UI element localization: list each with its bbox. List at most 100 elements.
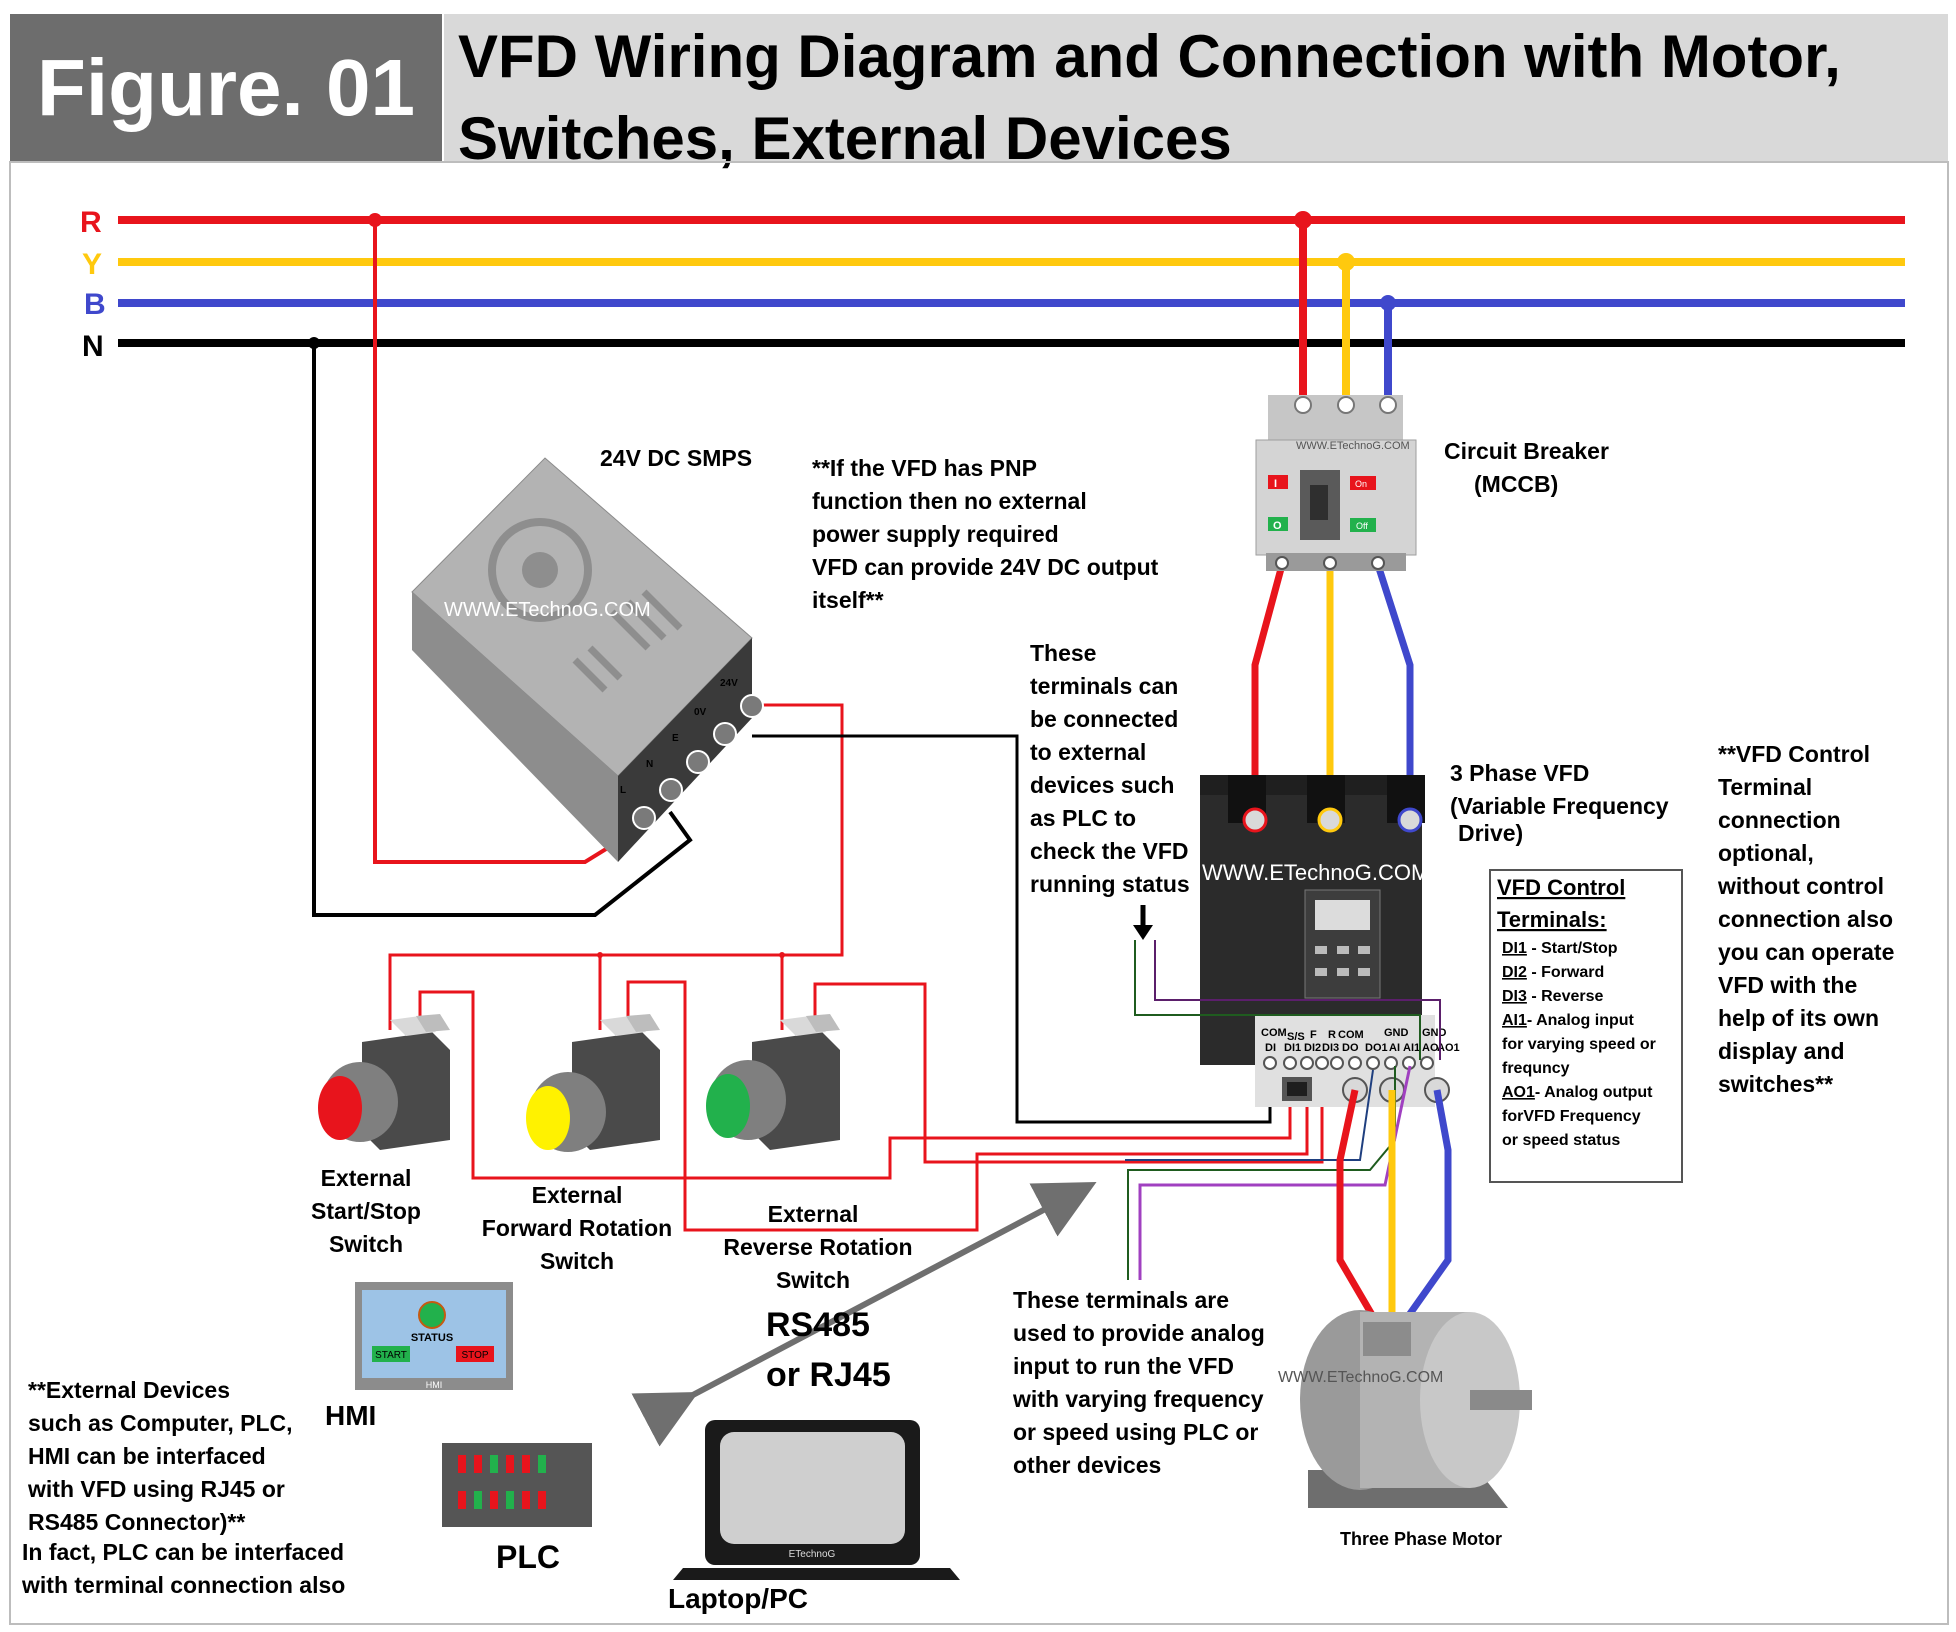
optional-control-note: **VFD Control Terminal connection option… — [1717, 741, 1894, 1097]
switch-start-stop-label-1: External — [321, 1165, 412, 1191]
external-note-line-6: In fact, PLC can be interfaced — [22, 1539, 344, 1565]
plc-status-note-line-7: check the VFD — [1030, 838, 1189, 864]
control-terminals-box: VFD Control Terminals: DI1 - Start/Stop … — [1489, 869, 1683, 1183]
reverse-switch — [706, 1014, 840, 1150]
control-item-ai1-code: AI1 — [1502, 1012, 1527, 1029]
plc-status-note: These terminals can be connected to exte… — [1030, 640, 1190, 940]
external-note-line-3: HMI can be interfaced — [28, 1443, 266, 1469]
control-item-di3-code: DI3 — [1502, 988, 1527, 1005]
analog-note-line-1: These terminals are — [1013, 1287, 1229, 1313]
control-item-di1-desc: - Start/Stop — [1527, 940, 1618, 957]
control-item-di3-desc: - Reverse — [1527, 988, 1604, 1005]
hmi-start-text: START — [375, 1350, 407, 1361]
mccb-on-label: On — [1355, 479, 1367, 489]
vfd-term-di: DI — [1265, 1042, 1276, 1054]
external-note-line-5: RS485 Connector)** — [28, 1509, 245, 1535]
hmi-tag-text: HMI — [426, 1380, 443, 1390]
external-devices-note: **External Devices such as Computer, PLC… — [21, 1377, 345, 1598]
plc-status-note-line-1: These — [1030, 640, 1096, 666]
line-label-r: R — [80, 206, 102, 239]
vfd-term-ss: S/S — [1287, 1031, 1305, 1043]
plc-status-note-line-6: as PLC to — [1030, 805, 1136, 831]
analog-note-line-5: or speed using PLC or — [1013, 1419, 1258, 1445]
external-note-line-1: **External Devices — [28, 1377, 230, 1403]
optional-note-line-9: help of its own — [1718, 1005, 1879, 1031]
vfd-term-f: F — [1310, 1029, 1317, 1041]
external-note-line-4: with VFD using RJ45 or — [27, 1476, 285, 1502]
mccb-label-line-2: (MCCB) — [1474, 471, 1558, 497]
control-item-ao1-desc: - Analog output — [1535, 1084, 1653, 1101]
laptop-label: Laptop/PC — [668, 1583, 808, 1614]
control-ao1-extra-2: or speed status — [1502, 1132, 1620, 1149]
control-item-di3: DI3 - Reverse — [1502, 988, 1604, 1005]
smps-terminal-0v: 0V — [694, 707, 707, 718]
control-item-ai1-desc: - Analog input — [1527, 1012, 1635, 1029]
vfd-term-ao: AO — [1422, 1042, 1439, 1054]
plc-status-note-line-5: devices such — [1030, 772, 1174, 798]
mccb-i-label: I — [1274, 478, 1277, 490]
control-item-di1-code: DI1 — [1502, 940, 1527, 957]
smps-watermark: WWW.ETechnoG.COM — [444, 599, 651, 621]
switch-forward-label-2: Forward Rotation — [482, 1215, 672, 1241]
vfd-term-gnd2: GND — [1422, 1027, 1447, 1039]
line-label-b: B — [84, 288, 106, 321]
line-label-y: Y — [82, 248, 102, 281]
mccb-watermark: WWW.ETechnoG.COM — [1296, 440, 1410, 452]
vfd-term-do1: DO1 — [1365, 1042, 1388, 1054]
vfd-term-do: DO — [1342, 1042, 1359, 1054]
control-ao1-extra-1: forVFD Frequency — [1502, 1108, 1641, 1125]
mccb-o-label: O — [1273, 520, 1282, 532]
figure-label: Figure. 01 — [10, 14, 442, 162]
switch-start-stop-label-2: Start/Stop — [311, 1198, 421, 1224]
plc — [442, 1443, 592, 1527]
control-item-di2: DI2 - Forward — [1502, 964, 1604, 981]
hmi-stop-text: STOP — [461, 1350, 488, 1361]
smps: L N E 0V 24V WWW.ETechnoG.COM — [411, 457, 764, 862]
vfd-label-line-2: (Variable Frequency — [1450, 793, 1669, 819]
motor-leads — [1336, 1089, 1452, 1328]
mccb-label-line-1: Circuit Breaker — [1444, 438, 1609, 464]
page-title: VFD Wiring Diagram and Connection with M… — [444, 14, 1948, 172]
switch-start-stop-lamp — [318, 1076, 362, 1140]
vfd-term-di2: DI2 — [1304, 1042, 1321, 1054]
rs485-label-line-2: or RJ45 — [766, 1356, 891, 1394]
pnp-note-line-2: function then no external — [812, 488, 1087, 514]
supply-lines: R Y B N — [80, 206, 1905, 363]
mccb: I O On Off WWW.ETechnoG.COM — [1255, 395, 1417, 571]
control-item-di1: DI1 - Start/Stop — [1502, 940, 1618, 957]
control-item-ai1: AI1- Analog input — [1502, 1012, 1635, 1029]
three-phase-motor: WWW.ETechnoG.COM — [1278, 1310, 1532, 1508]
start-stop-switch — [318, 1014, 450, 1150]
switch-reverse-label-3: Switch — [776, 1267, 850, 1293]
optional-note-line-1: **VFD Control — [1718, 741, 1870, 767]
control-ai1-extra-1: for varying speed or — [1502, 1036, 1656, 1053]
switch-reverse-label-1: External — [768, 1201, 859, 1227]
plc-status-arrow-head — [1133, 925, 1153, 940]
control-box-title-line-2: Terminals: — [1497, 907, 1607, 932]
vfd-term-ao1: AO1 — [1437, 1042, 1460, 1054]
switch-start-stop-label-3: Switch — [329, 1231, 403, 1257]
plc-status-note-line-4: to external — [1030, 739, 1146, 765]
analog-note-line-3: input to run the VFD — [1013, 1353, 1234, 1379]
hmi-status-text: STATUS — [411, 1332, 453, 1344]
analog-note-line-6: other devices — [1013, 1452, 1161, 1478]
optional-note-line-6: connection also — [1718, 906, 1893, 932]
switch-reverse-lamp — [706, 1074, 750, 1138]
vfd-term-di3: DI3 — [1322, 1042, 1339, 1054]
vfd-term-com2: COM — [1338, 1029, 1364, 1041]
optional-note-line-4: optional, — [1718, 840, 1814, 866]
control-item-di2-code: DI2 — [1502, 964, 1527, 981]
plc-label: PLC — [496, 1539, 560, 1575]
vfd-term-gnd1: GND — [1384, 1027, 1409, 1039]
laptop-brand: ETechnoG — [789, 1549, 836, 1560]
pnp-note-line-4: VFD can provide 24V DC output — [812, 554, 1159, 580]
switch-forward-label-1: External — [532, 1182, 623, 1208]
pnp-note: **If the VFD has PNP function then no ex… — [812, 455, 1159, 613]
frame-border — [9, 161, 1949, 1625]
pnp-note-line-5: itself** — [812, 587, 884, 613]
optional-note-line-5: without control — [1717, 873, 1884, 899]
optional-note-line-7: you can operate — [1718, 939, 1894, 965]
pnp-note-line-3: power supply required — [812, 521, 1059, 547]
